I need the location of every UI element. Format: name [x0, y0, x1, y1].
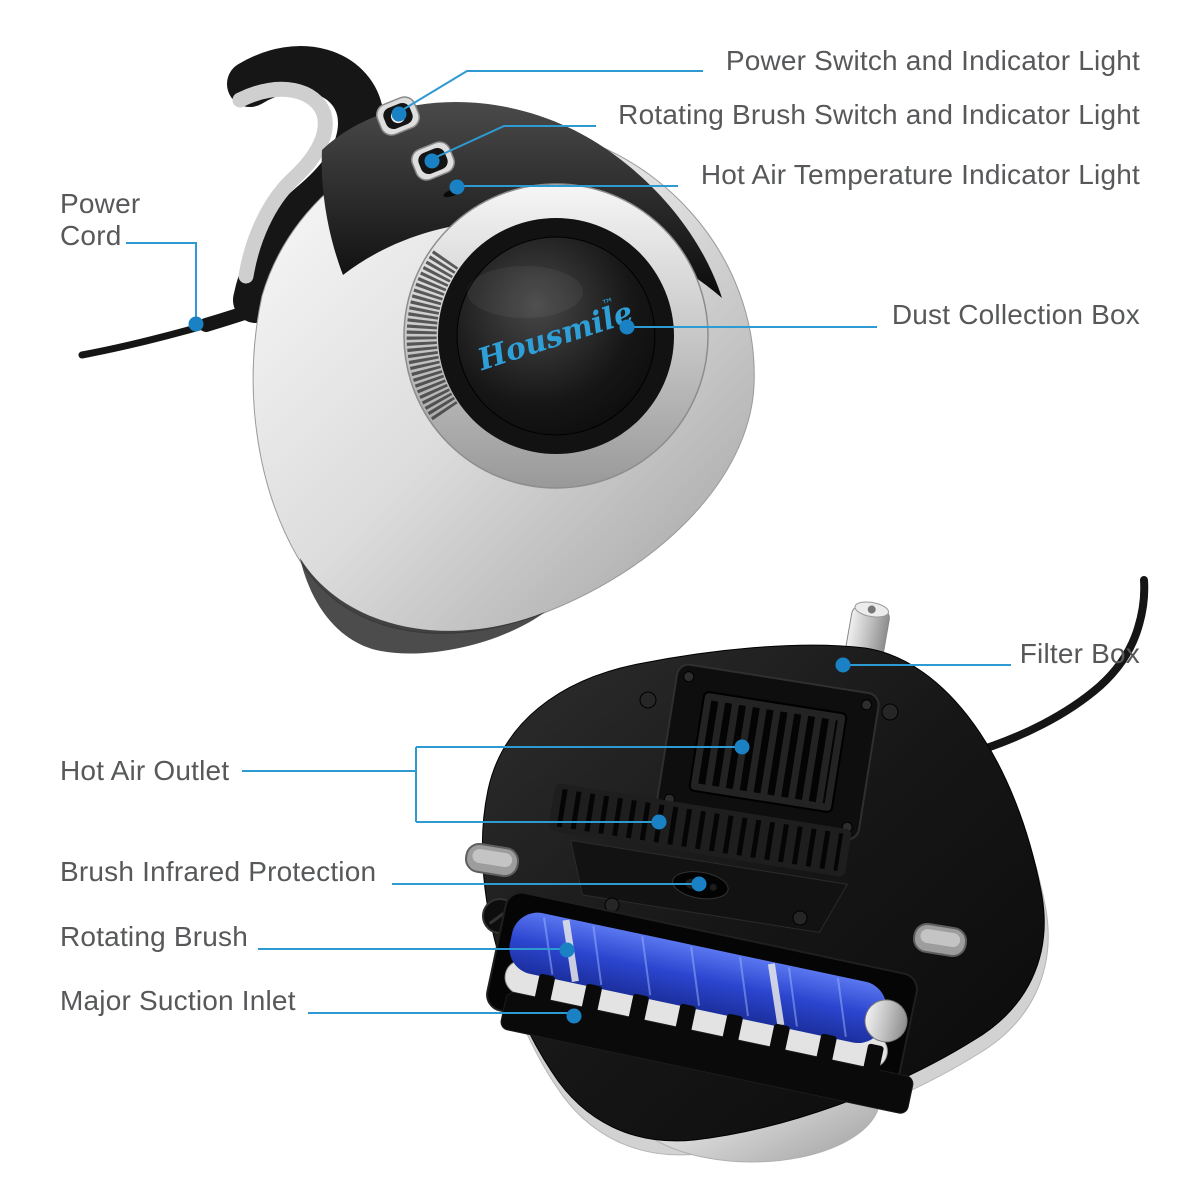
caster-left	[465, 842, 519, 878]
dot-rotating-brush	[559, 942, 575, 958]
label-brush-infrared-protection: Brush Infrared Protection	[60, 856, 377, 887]
caster-right	[913, 922, 967, 958]
dot-dust-box	[619, 319, 635, 335]
power-cord-bottom	[964, 576, 1149, 758]
leader-rotating-brush-switch	[431, 125, 596, 160]
leader-lines	[126, 70, 1011, 1014]
dot-power-cord	[188, 316, 204, 332]
brush-end-cap	[864, 999, 908, 1043]
hot-air-vents	[548, 783, 852, 877]
dot-hot-air-outlet-bottom	[651, 814, 667, 830]
label-filter-box: Filter Box	[1019, 638, 1140, 669]
brush-infrared-sensor	[570, 839, 849, 933]
body-bottom-rim	[300, 558, 545, 654]
rotating-brush-bristles	[509, 912, 887, 1044]
dot-rotating-brush-switch	[424, 153, 440, 169]
bristle-streaks	[543, 917, 847, 1038]
dot-filter-box	[835, 657, 851, 673]
label-rotating-brush: Rotating Brush	[60, 921, 249, 952]
leader-power-switch	[398, 70, 703, 113]
handle-underside	[232, 81, 333, 284]
vacuum-bottom-view	[465, 576, 1149, 1163]
inlet-teeth	[534, 973, 884, 1076]
label-dust-collection-box: Dust Collection Box	[891, 299, 1140, 330]
dust-box-lid	[456, 236, 656, 436]
leader-power-cord	[126, 242, 197, 320]
dust-box-highlight	[467, 266, 583, 318]
brand-trademark: ™	[600, 295, 617, 313]
label-power-cord: Power Cord	[60, 188, 141, 251]
label-major-suction-inlet: Major Suction Inlet	[60, 985, 296, 1016]
filter-screws	[663, 671, 873, 833]
vacuum-top-view: Housmile ™	[78, 46, 755, 654]
label-rotating-brush-switch: Rotating Brush Switch and Indicator Ligh…	[618, 99, 1140, 130]
dot-power-switch	[391, 106, 407, 122]
label-power-switch: Power Switch and Indicator Light	[725, 45, 1140, 76]
filter-box	[656, 663, 880, 841]
label-hot-air-outlet: Hot Air Outlet	[60, 755, 230, 786]
dot-suction-inlet	[566, 1008, 582, 1024]
label-hot-air-temperature: Hot Air Temperature Indicator Light	[700, 159, 1140, 190]
dot-hot-air-temp	[449, 179, 465, 195]
dot-hot-air-outlet-top	[734, 739, 750, 755]
dot-brush-infrared	[691, 876, 707, 892]
suction-inlet-frame	[500, 973, 914, 1114]
leader-dots	[188, 106, 851, 1024]
